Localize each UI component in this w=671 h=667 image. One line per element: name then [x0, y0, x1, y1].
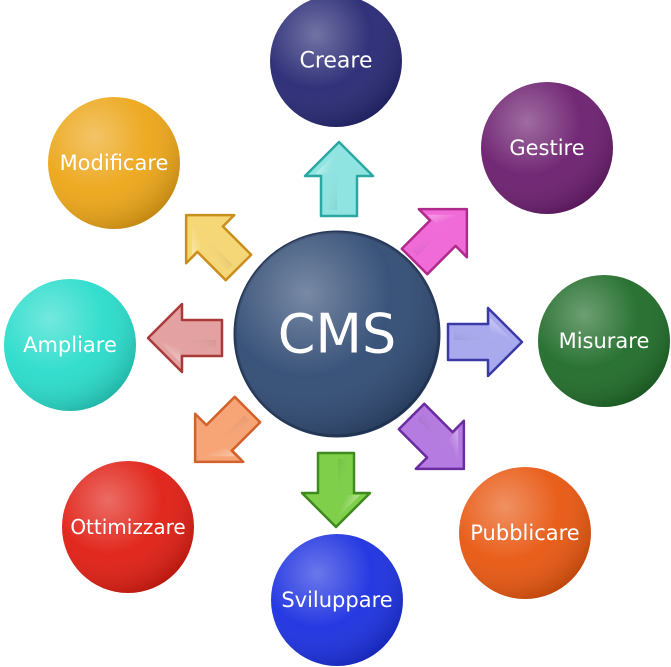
arrow-highlight — [191, 220, 233, 271]
node-label: Ottimizzare — [70, 515, 185, 539]
node-circle-shine — [62, 461, 194, 593]
node-circle-shine — [271, 534, 403, 666]
node-gestire: Gestire — [481, 82, 613, 214]
arrow-to-gestire — [400, 207, 469, 276]
node-modificare: Modificare — [48, 97, 180, 229]
nodes-layer: CreareGestireMisurarePubblicareSviluppar… — [4, 0, 670, 666]
arrow-highlight — [411, 214, 462, 256]
arrow-to-misurare — [446, 306, 524, 378]
arrow-to-modificare — [184, 213, 253, 282]
node-misurare: Misurare — [538, 275, 670, 407]
node-label: Pubblicare — [470, 521, 579, 545]
center-circle-shine — [235, 232, 439, 436]
arrow-shape — [193, 395, 262, 464]
arrow-to-creare — [303, 140, 375, 218]
node-ampliare: Ampliare — [4, 279, 136, 411]
arrow-highlight — [156, 338, 216, 362]
node-pubblicare: Pubblicare — [459, 467, 591, 599]
arrow-to-ampliare — [146, 302, 224, 374]
node-circle-shine — [270, 0, 402, 127]
arrow-to-ottimizzare — [193, 395, 262, 464]
arrow-shape — [303, 140, 375, 218]
node-label: Sviluppare — [281, 588, 392, 612]
arrow-shape — [184, 213, 253, 282]
node-circle-shine — [538, 275, 670, 407]
arrow-to-pubblicare — [397, 402, 466, 471]
node-circle-shine — [4, 279, 136, 411]
node-label: Modificare — [60, 151, 169, 175]
arrow-shape — [397, 402, 466, 471]
node-sviluppare: Sviluppare — [271, 534, 403, 666]
node-label: Creare — [299, 49, 372, 74]
arrow-highlight — [200, 415, 251, 457]
arrow-shape — [400, 207, 469, 276]
arrow-highlight — [454, 318, 514, 342]
node-ottimizzare: Ottimizzare — [62, 461, 194, 593]
arrow-shape — [300, 451, 372, 529]
node-circle-shine — [481, 82, 613, 214]
node-circle-shine — [48, 97, 180, 229]
arrow-shape — [146, 302, 224, 374]
arrow-to-sviluppare — [300, 451, 372, 529]
node-circle-shine — [459, 467, 591, 599]
center-node: CMS — [233, 230, 441, 438]
node-label: Gestire — [509, 136, 584, 160]
arrows-layer — [146, 140, 524, 529]
node-label: Ampliare — [23, 333, 117, 357]
arrow-highlight — [417, 413, 459, 464]
arrow-shape — [446, 306, 524, 378]
center-label: CMS — [278, 303, 397, 366]
arrow-highlight — [336, 459, 360, 519]
node-creare: Creare — [270, 0, 402, 127]
node-label: Misurare — [559, 329, 650, 353]
arrow-highlight — [315, 150, 339, 210]
